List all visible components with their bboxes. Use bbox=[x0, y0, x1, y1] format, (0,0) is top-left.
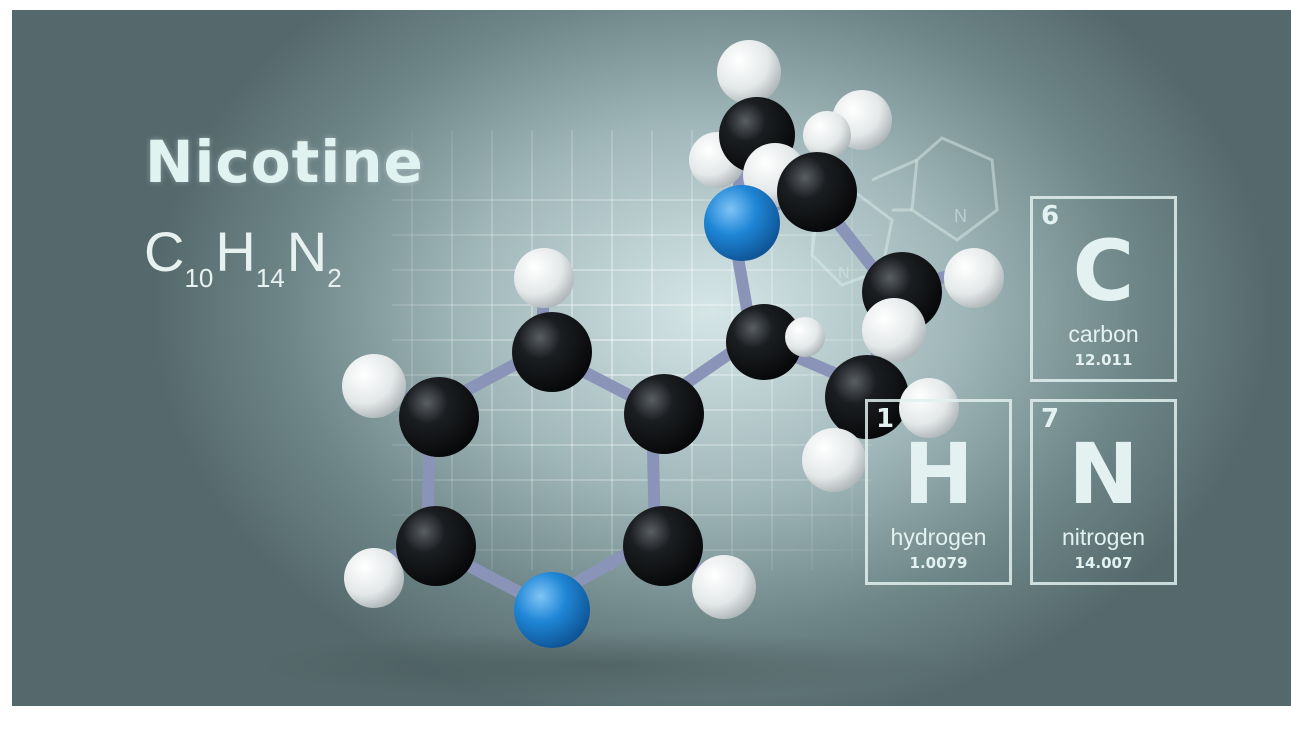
carbon-atom bbox=[396, 506, 476, 586]
carbon-atom bbox=[624, 374, 704, 454]
carbon-atom bbox=[623, 506, 703, 586]
nitrogen-atom bbox=[514, 572, 590, 648]
carbon-symbol: C bbox=[1072, 222, 1135, 320]
carbon-name: carbon bbox=[1068, 321, 1139, 347]
nitrogen-atom bbox=[704, 185, 780, 261]
hydrogen-atom bbox=[899, 378, 959, 438]
element-tile-carbon: 6 C carbon 12.011 bbox=[1030, 196, 1177, 382]
nicotine-illustration: N N Nicotine C10H14N2 bbox=[12, 10, 1291, 706]
molecule-model bbox=[342, 40, 1004, 648]
element-tile-hydrogen: 1 H hydrogen 1.0079 bbox=[865, 399, 1012, 585]
svg-text:N: N bbox=[954, 206, 967, 226]
carbon-mass: 12.011 bbox=[1074, 351, 1133, 369]
formula-subscript-n: 2 bbox=[327, 263, 342, 293]
carbon-atom bbox=[726, 304, 802, 380]
molecule-atoms bbox=[342, 40, 1004, 648]
nitrogen-mass: 14.007 bbox=[1074, 554, 1133, 572]
hydrogen-name: hydrogen bbox=[890, 524, 987, 550]
hydrogen-atom bbox=[944, 248, 1004, 308]
hydrogen-atom bbox=[514, 248, 574, 308]
carbon-atomic-number: 6 bbox=[1041, 201, 1060, 231]
formula-subscript-h: 14 bbox=[255, 263, 285, 293]
formula-element-n: N bbox=[286, 220, 328, 283]
hydrogen-atom bbox=[717, 40, 781, 104]
carbon-atom bbox=[399, 377, 479, 457]
svg-text:N: N bbox=[838, 265, 850, 282]
hydrogen-atomic-number: 1 bbox=[876, 404, 895, 434]
carbon-atom bbox=[512, 312, 592, 392]
nitrogen-atomic-number: 7 bbox=[1041, 404, 1060, 434]
formula-element-h: H bbox=[215, 220, 256, 283]
hydrogen-atom bbox=[802, 428, 866, 492]
formula-subscript-c: 10 bbox=[184, 263, 214, 293]
hydrogen-mass: 1.0079 bbox=[909, 554, 968, 572]
hydrogen-atom bbox=[692, 555, 756, 619]
hydrogen-atom bbox=[344, 548, 404, 608]
carbon-atom bbox=[825, 355, 909, 439]
formula-element-c: C bbox=[144, 220, 185, 283]
nitrogen-name: nitrogen bbox=[1061, 524, 1146, 550]
molecule-name: Nicotine bbox=[145, 128, 424, 196]
nitrogen-symbol: N bbox=[1068, 425, 1139, 523]
hydrogen-atom bbox=[785, 317, 825, 357]
hydrogen-atom bbox=[342, 354, 406, 418]
floor-shadow bbox=[252, 630, 952, 700]
hydrogen-atom bbox=[803, 111, 851, 159]
hydrogen-atom bbox=[862, 298, 926, 362]
chemical-formula: C10H14N2 bbox=[144, 224, 344, 292]
element-tile-nitrogen: 7 N nitrogen 14.007 bbox=[1030, 399, 1177, 585]
carbon-atom bbox=[777, 152, 857, 232]
hydrogen-symbol: H bbox=[903, 425, 974, 523]
